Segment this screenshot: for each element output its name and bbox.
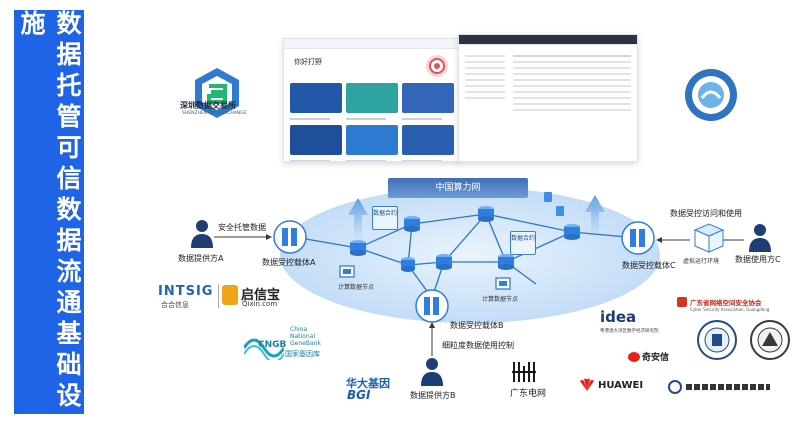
intsig-cn: 合合信息 (161, 301, 189, 309)
qixin-logo-divider (218, 284, 219, 308)
person-icon (191, 220, 213, 248)
cylinder-node (498, 254, 514, 270)
gd-assoc-icon (677, 297, 687, 307)
gd-assoc-en: Cyber Security Association, Guangdong (690, 307, 770, 312)
cngb-logo: CNGB (258, 340, 287, 350)
user-c-label: 数据使用方C (735, 255, 781, 264)
seal-logo-icon (685, 69, 737, 121)
cylinder-node (564, 224, 580, 240)
exchange-name: 深圳数据交易所 (180, 101, 236, 110)
huawei-icon (580, 378, 594, 391)
access-label: 数据受控访问和使用 (670, 209, 742, 218)
secure-hosting-label: 安全托管数据 (218, 223, 266, 232)
data-contract-label: 数据合约 (373, 210, 398, 217)
bgi-logo: 华大基因 (346, 377, 390, 390)
cylinder-node (401, 257, 415, 272)
data-contract-label: 数据合约 (511, 235, 536, 242)
carrier-c-icon (621, 221, 655, 255)
bgi-en: BGI (347, 388, 371, 402)
data-node-label: 计算数据节点 (338, 284, 375, 291)
gd-assoc-logo: 广东省网络空间安全协会 (690, 299, 762, 307)
up-arrow (348, 198, 368, 240)
qianxin-logo: 奇安信 (642, 353, 670, 363)
exchange-logo-icon (195, 68, 239, 118)
data-contract-box: 数据合约 (510, 231, 536, 255)
carrier-a-label: 数据受控载体A (262, 258, 316, 267)
cylinder-node (436, 254, 452, 270)
cngb-line-3: GeneBank (290, 340, 321, 347)
seal-logo (684, 68, 738, 126)
card (290, 125, 342, 161)
qixin-logo-icon (222, 285, 238, 305)
person-icon (749, 224, 771, 252)
qixin-logo: 启信宝 (241, 288, 281, 303)
idea-sub: 粤港澳大湾区数字经济研究院 (600, 329, 659, 334)
card (402, 83, 454, 120)
chip-icon (556, 206, 564, 216)
gd-grid-icon (512, 362, 536, 382)
provider-a-label: 数据提供方A (178, 254, 224, 263)
card (346, 83, 398, 120)
person-icon (421, 358, 443, 386)
console-screenshot (458, 34, 638, 162)
huawei-logo: HUAWEI (598, 380, 644, 391)
main-title: 数据托管可信数据流通基础设施 (17, 10, 82, 413)
cylinder-node (478, 206, 494, 222)
chip-icon (544, 192, 552, 202)
institute-logo-text (686, 384, 770, 390)
intsig-logo: INTSIG (158, 284, 214, 299)
card (290, 83, 342, 120)
target-icon (426, 55, 448, 77)
vm-box-icon (693, 223, 725, 253)
dashboard-heading: 你好打野 (294, 58, 322, 66)
cylinder-node (404, 216, 420, 232)
gd-net-logo: 广东电网 (510, 389, 547, 399)
data-contract-box: 数据合约 (372, 206, 398, 230)
carrier-a-icon (273, 220, 307, 254)
runtime-label: 虚拟运行环境 (683, 258, 720, 265)
carrier-b-icon (415, 289, 449, 323)
compute-cloud (280, 187, 660, 323)
data-node-icon (339, 265, 355, 278)
carrier-b-label: 数据受控载体B (450, 321, 504, 330)
provider-b-label: 数据提供方B (410, 391, 456, 400)
institute-seal (668, 380, 682, 394)
exchange-logo (187, 64, 247, 124)
data-node-label: 计算数据节点 (482, 296, 519, 303)
cngb-cn: 国家基因库 (285, 350, 320, 358)
qianxin-icon (628, 352, 640, 362)
network-nodes (350, 206, 580, 272)
university-seal-1 (697, 320, 737, 360)
university-seal-2 (750, 320, 790, 360)
title-band: 数据托管可信数据流通基础设施 (14, 10, 84, 414)
carrier-c-label: 数据受控载体C (622, 261, 676, 270)
cngb-line-2: National (290, 333, 316, 340)
cngb-line-1: China (290, 326, 308, 333)
dashboard-screenshot: 你好打野 (283, 38, 461, 162)
cngb-logo-icon (244, 338, 284, 360)
cylinder-node (350, 240, 366, 256)
card (402, 125, 454, 161)
idea-logo: idea (600, 308, 637, 326)
card (346, 125, 398, 161)
data-node-icon (495, 277, 511, 290)
fine-control-label: 细粒度数据使用控制 (442, 341, 514, 350)
exchange-subname: SHENZHEN DATA EXCHANGE (182, 111, 247, 116)
up-arrow (585, 195, 605, 236)
qixin-url: Qixin.com (242, 300, 278, 308)
network-title: 中国算力网 (388, 178, 528, 198)
